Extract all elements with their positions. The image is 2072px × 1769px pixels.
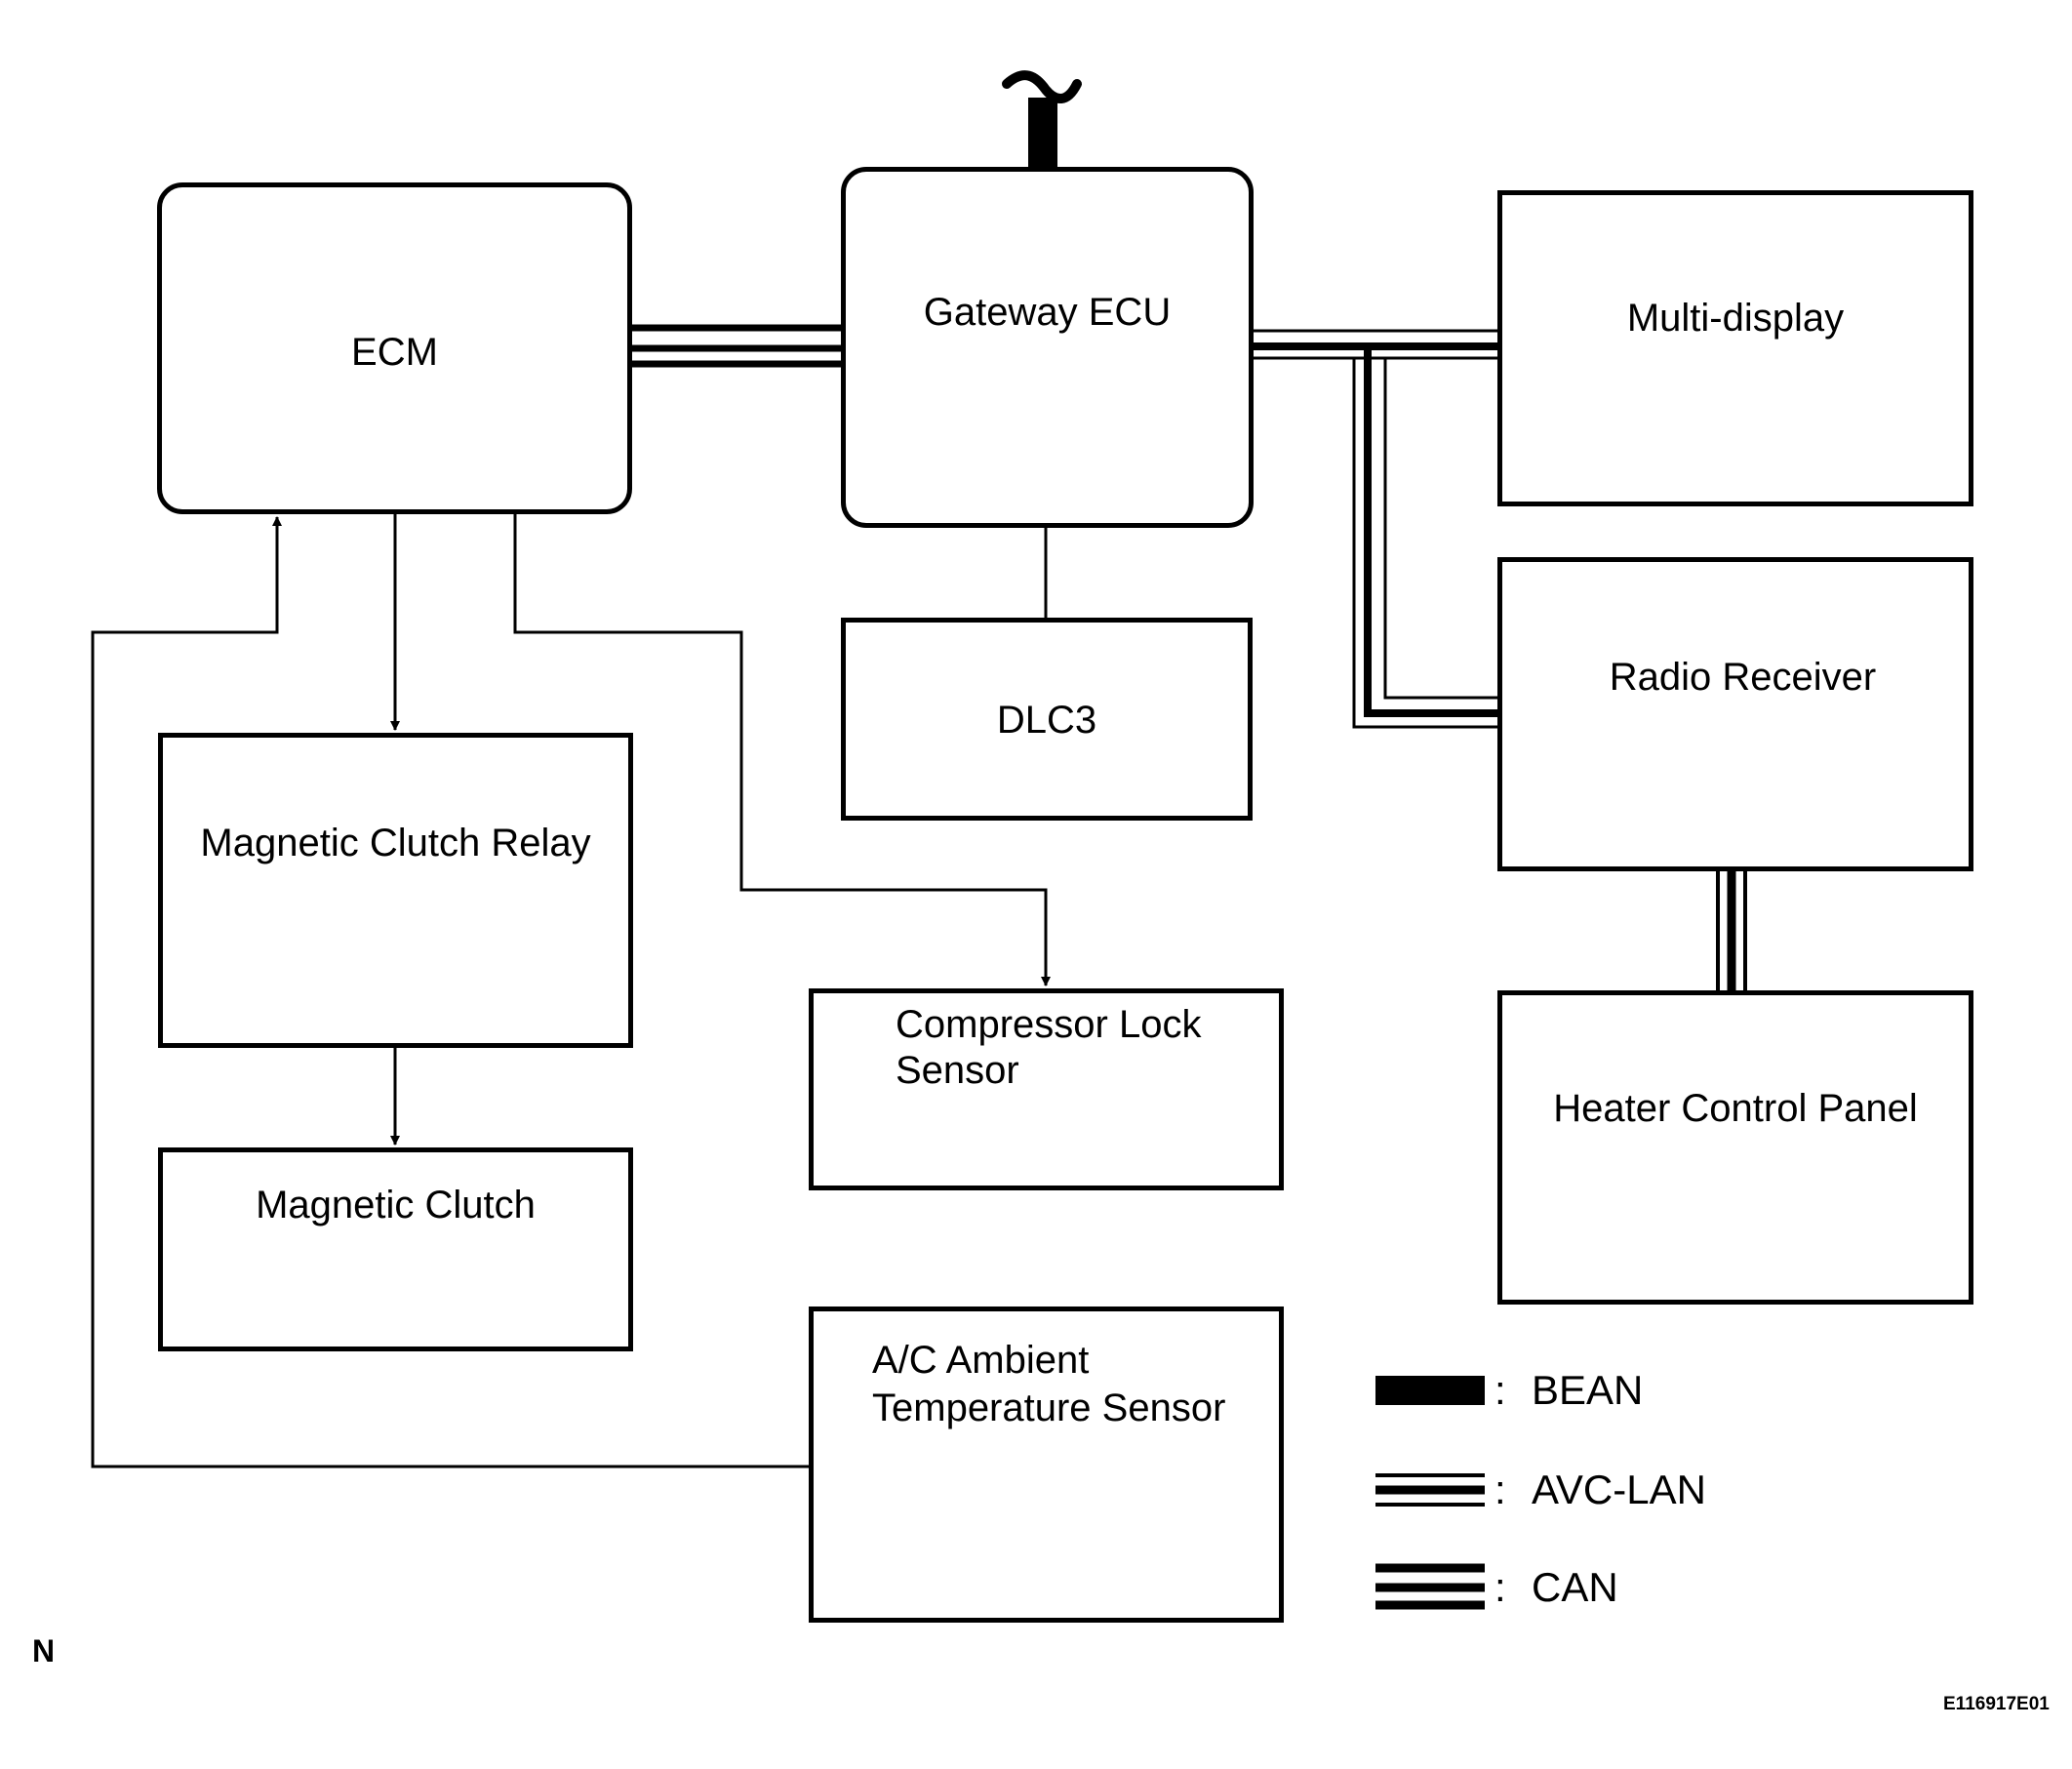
legend-avc-lan-swatch (1375, 1473, 1485, 1507)
compressor-lock-sensor-label-line2: Sensor (896, 1049, 1019, 1092)
ecm-box: ECM (157, 182, 632, 514)
legend-can-label: CAN (1532, 1564, 1618, 1610)
legend-bean-swatch (1375, 1376, 1485, 1405)
radio-receiver-label: Radio Receiver (1609, 656, 1877, 699)
radio-receiver-box: Radio Receiver (1497, 557, 1973, 871)
multi-display-label: Multi-display (1626, 297, 1845, 340)
legend-bean-label: BEAN (1532, 1367, 1644, 1413)
avc-lan-radio-heater (1716, 868, 1747, 990)
can-ecm-gateway (631, 324, 842, 368)
legend-avc-lan-separator: : (1494, 1467, 1506, 1512)
magnetic-clutch-relay-label: Magnetic Clutch Relay (200, 822, 591, 864)
figure-code: E116917E01 (1943, 1694, 2050, 1714)
ac-ambient-temperature-sensor-box: A/C Ambient Temperature Sensor (809, 1307, 1284, 1623)
dlc3-label: DLC3 (996, 699, 1097, 742)
avc-lan-gateway-multidisplay (1253, 329, 1498, 360)
heater-control-panel-box: Heater Control Panel (1497, 990, 1973, 1305)
compressor-lock-sensor-label-line1: Compressor Lock (896, 1003, 1202, 1046)
arrow-ecm-to-compressor-lock-sensor (513, 513, 1051, 986)
avc-lan-to-radio-receiver (1253, 346, 1498, 729)
compressor-lock-sensor-box: Compressor Lock Sensor (809, 988, 1284, 1190)
corner-mark: N (32, 1633, 56, 1668)
magnetic-clutch-relay-box: Magnetic Clutch Relay (158, 733, 633, 1048)
legend-can-swatch (1375, 1563, 1485, 1610)
legend-can-separator: : (1494, 1564, 1506, 1610)
legend-avc-lan-label: AVC-LAN (1532, 1467, 1706, 1512)
magnetic-clutch-box: Magnetic Clutch (158, 1147, 633, 1351)
gateway-ecu-label: Gateway ECU (923, 291, 1172, 334)
ecm-label: ECM (351, 331, 438, 374)
arrow-ambient-sensor-to-ecm (91, 516, 810, 1468)
bean-bus-top (1002, 70, 1082, 168)
multi-display-box: Multi-display (1497, 190, 1973, 506)
heater-control-panel-label: Heater Control Panel (1553, 1087, 1918, 1130)
dlc3-box: DLC3 (841, 618, 1253, 821)
gateway-ecu-box: Gateway ECU (841, 167, 1254, 528)
ac-ambient-temperature-sensor-label-line2: Temperature Sensor (872, 1387, 1226, 1429)
legend-bean-separator: : (1494, 1367, 1506, 1413)
ac-ambient-temperature-sensor-label-line1: A/C Ambient (872, 1339, 1090, 1382)
magnetic-clutch-label: Magnetic Clutch (256, 1184, 536, 1226)
